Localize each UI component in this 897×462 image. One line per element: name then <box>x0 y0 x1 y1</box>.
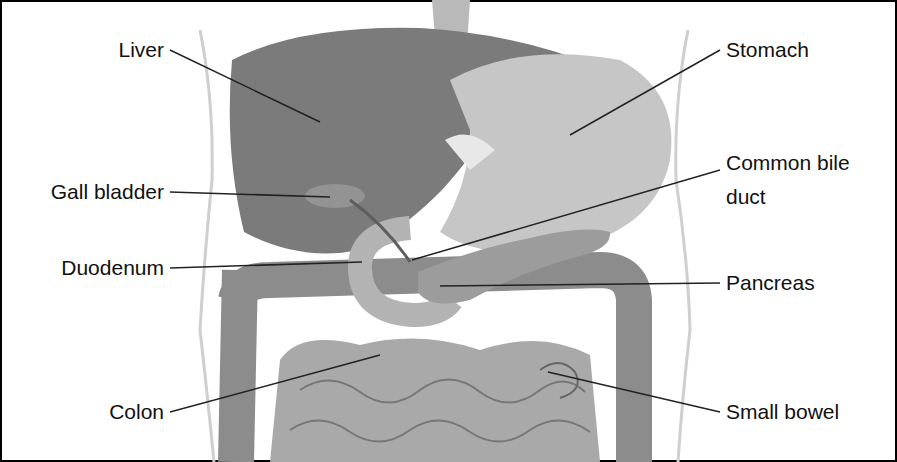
organ-label: Pancreas <box>726 266 815 300</box>
organ-label: Gall bladder <box>51 175 164 209</box>
organ-label: Small bowel <box>726 395 839 429</box>
stomach-highlight <box>445 134 495 170</box>
leader-line <box>170 50 320 122</box>
leader-line <box>548 372 720 412</box>
leader-line <box>440 283 720 286</box>
leader-line <box>412 170 720 260</box>
leader-line <box>170 262 362 268</box>
organ-label: Stomach <box>726 33 809 67</box>
body-outline <box>200 30 214 462</box>
organ-label: Common bile duct <box>726 146 876 214</box>
leader-line <box>170 355 380 412</box>
leader-lines <box>170 50 720 412</box>
stomach-shape <box>440 54 671 252</box>
body-outline <box>676 30 690 462</box>
pancreas-shape <box>418 230 610 304</box>
small-bowel-loops <box>290 379 590 441</box>
small-bowel-loop <box>540 363 578 398</box>
leader-line <box>170 192 330 197</box>
leader-line <box>570 50 720 135</box>
organ-label: Liver <box>118 33 164 67</box>
bile-duct-shape <box>350 200 410 262</box>
organ-label: Colon <box>109 395 164 429</box>
organ-label: Duodenum <box>61 251 164 285</box>
small-bowel-shape <box>270 339 600 462</box>
